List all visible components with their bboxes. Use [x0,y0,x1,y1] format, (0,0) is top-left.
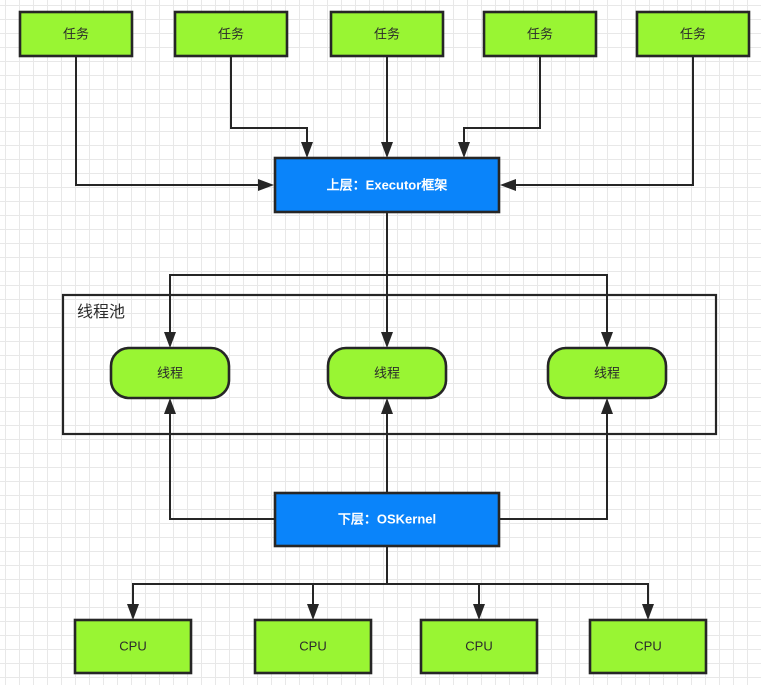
arrowhead-bus-to-cpu1 [127,604,139,620]
task-node-3[interactable]: 任务 [329,10,445,58]
edge-task2-executor [230,55,308,143]
edge-task1-executor [75,55,259,186]
arrowhead-task1-executor [258,179,274,191]
executor-node[interactable]: 上层：Executor框架 [273,156,501,214]
edges-executor-to-threads [164,211,613,348]
arrowhead-kernel-to-thread3 [601,398,613,414]
thread-node-3-rect[interactable] [546,346,668,400]
task-node-1[interactable]: 任务 [18,10,134,58]
task-node-2[interactable]: 任务 [173,10,289,58]
edge-task4-executor [463,55,541,143]
edge-kernel-to-thread3 [498,413,608,520]
arrowhead-task3-executor [381,142,393,158]
cpu-node-2[interactable]: CPU [253,618,373,675]
cpu-node-1-rect[interactable] [73,618,193,675]
executor-node-rect[interactable] [273,156,501,214]
arrowhead-bus-to-thread2 [381,332,393,348]
arrowhead-task2-executor [301,142,313,158]
cpu-node-3[interactable]: CPU [419,618,539,675]
task-nodes: 任务 任务 任务 任务 任务 [18,10,751,58]
task-node-5-rect[interactable] [635,10,751,58]
thread-pool-label: 线程池 [77,303,125,321]
arrowhead-bus-to-thread1 [164,332,176,348]
edges-kernel-to-cpus [127,545,654,620]
task-node-2-rect[interactable] [173,10,289,58]
arrowhead-kernel-to-thread1 [164,398,176,414]
cpu-nodes: CPU CPU CPU CPU [73,618,708,675]
cpu-node-3-rect[interactable] [419,618,539,675]
thread-node-2-rect[interactable] [326,346,448,400]
task-node-5[interactable]: 任务 [635,10,751,58]
edge-kernel-to-thread1 [169,413,276,520]
thread-node-1-rect[interactable] [109,346,231,400]
kernel-node-rect[interactable] [273,491,501,548]
arrowhead-task5-executor [500,179,516,191]
thread-pool-border [61,293,718,436]
arrowhead-bus-to-cpu2 [307,604,319,620]
arrowhead-bus-to-cpu4 [642,604,654,620]
cpu-node-4-rect[interactable] [588,618,708,675]
task-node-4-rect[interactable] [482,10,598,58]
kernel-node[interactable]: 下层：OSKernel [273,491,501,548]
cpu-node-2-rect[interactable] [253,618,373,675]
thread-nodes: 线程 线程 线程 [109,346,668,400]
thread-node-3[interactable]: 线程 [546,346,668,400]
task-node-3-rect[interactable] [329,10,445,58]
arrowhead-bus-to-thread3 [601,332,613,348]
edges-kernel-to-threads [164,398,613,520]
task-node-4[interactable]: 任务 [482,10,598,58]
cpu-node-1[interactable]: CPU [73,618,193,675]
edge-task5-executor [515,55,694,186]
task-node-1-rect[interactable] [18,10,134,58]
arrowhead-kernel-to-thread2 [381,398,393,414]
arrowhead-bus-to-cpu3 [473,604,485,620]
thread-node-2[interactable]: 线程 [326,346,448,400]
thread-node-1[interactable]: 线程 [109,346,231,400]
edges-tasks-to-executor [75,55,694,191]
arrowhead-task4-executor [458,142,470,158]
cpu-node-4[interactable]: CPU [588,618,708,675]
